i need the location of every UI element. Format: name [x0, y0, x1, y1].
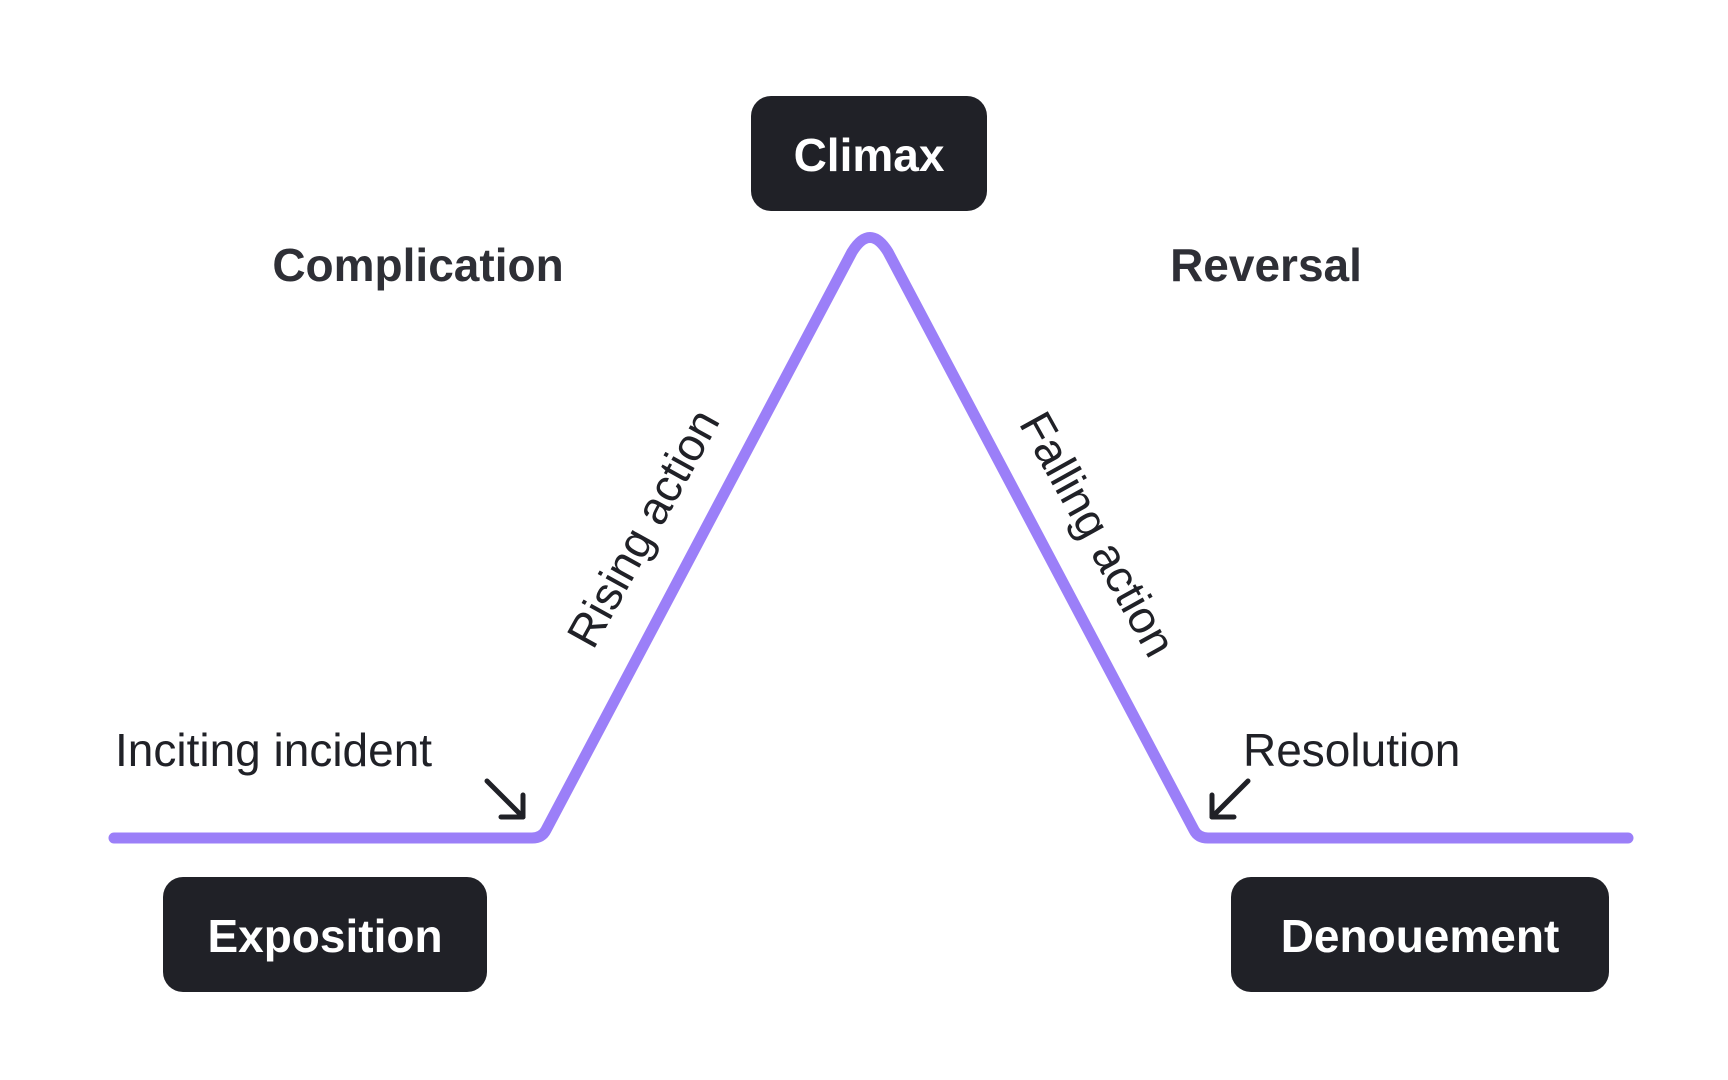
complication-heading: Complication [272, 239, 563, 291]
exposition-box: Exposition [163, 877, 487, 992]
arrow-down-right-icon [484, 778, 526, 820]
climax-box: Climax [751, 96, 987, 211]
denouement-label: Denouement [1281, 910, 1560, 962]
climax-label: Climax [794, 129, 945, 181]
story-arc-line [108, 232, 1634, 844]
denouement-box: Denouement [1231, 877, 1609, 992]
resolution-label: Resolution [1243, 724, 1460, 776]
arrow-down-left-icon [1209, 778, 1251, 820]
exposition-label: Exposition [207, 910, 442, 962]
reversal-heading: Reversal [1170, 239, 1362, 291]
inciting-incident-label: Inciting incident [115, 724, 432, 776]
